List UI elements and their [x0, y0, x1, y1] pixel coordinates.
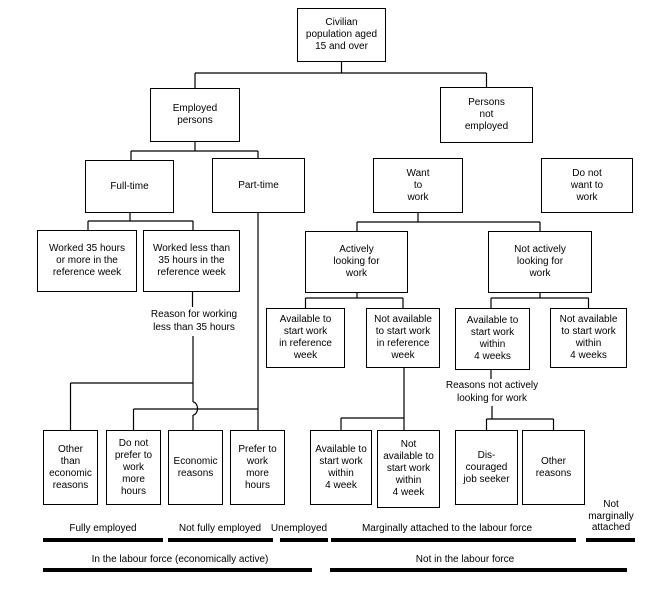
bracket-line-unemployed [280, 538, 328, 542]
node-persons-not-employed: Persons not employed [440, 87, 533, 143]
node-economic-reasons: Economic reasons [168, 430, 223, 505]
node-other-reasons: Other reasons [522, 430, 585, 505]
node-employed-persons: Employed persons [150, 88, 240, 142]
node-do-not-want-to-work: Do not want to work [541, 158, 633, 213]
bracket-line-in-labour-force [43, 568, 312, 572]
node-prefer-more-hours: Prefer to work more hours [230, 430, 285, 505]
node-want-to-work: Want to work [373, 158, 463, 213]
node-worked-35-or-more: Worked 35 hours or more in the reference… [37, 230, 137, 292]
node-actively-looking: Actively looking for work [305, 231, 408, 293]
label-unemployed: Unemployed [270, 523, 328, 534]
label-fully-employed: Fully employed [69, 523, 137, 534]
bracket-line-not-marginally-attached [586, 538, 635, 542]
node-discouraged-job-seeker: Dis- couraged job seeker [455, 430, 518, 505]
bracket-line-not-fully-employed [168, 538, 273, 542]
node-part-time: Part-time [212, 158, 305, 213]
bracket-line-fully-employed [43, 538, 163, 542]
node-not-available-4-weeks: Not available to start work within 4 wee… [550, 308, 627, 368]
label-reasons-not-actively: Reasons not actively looking for work [445, 380, 539, 404]
label-reason-working-less: Reason for working less than 35 hours [150, 309, 238, 333]
bracket-line-not-in-labour-force [330, 568, 627, 572]
node-do-not-prefer-more-hours: Do not prefer to work more hours [106, 430, 161, 505]
label-in-labour-force: In the labour force (economically active… [91, 554, 269, 565]
node-available-4-weeks: Available to start work within 4 weeks [455, 308, 530, 370]
label-not-marginally-attached: Not marginally attached [588, 499, 634, 533]
label-not-in-labour-force: Not in the labour force [415, 554, 515, 565]
label-not-fully-employed: Not fully employed [178, 523, 262, 534]
node-other-than-economic: Other than economic reasons [43, 430, 98, 505]
label-marginally-attached: Marginally attached to the labour force [361, 523, 533, 534]
node-worked-less-35: Worked less than 35 hours in the referen… [143, 230, 240, 292]
node-full-time: Full-time [85, 160, 174, 213]
bracket-line-marginally-attached [331, 538, 576, 542]
node-not-actively-looking: Not actively looking for work [488, 231, 592, 293]
node-not-available-ref-week: Not available to start work in reference… [366, 308, 440, 368]
node-available-4-week: Available to start work within 4 week [310, 430, 372, 505]
node-not-available-4-week: Not available to start work within 4 wee… [377, 430, 440, 508]
node-civilian-population: Civilian population aged 15 and over [297, 8, 386, 62]
node-available-ref-week: Available to start work in reference wee… [266, 308, 345, 368]
